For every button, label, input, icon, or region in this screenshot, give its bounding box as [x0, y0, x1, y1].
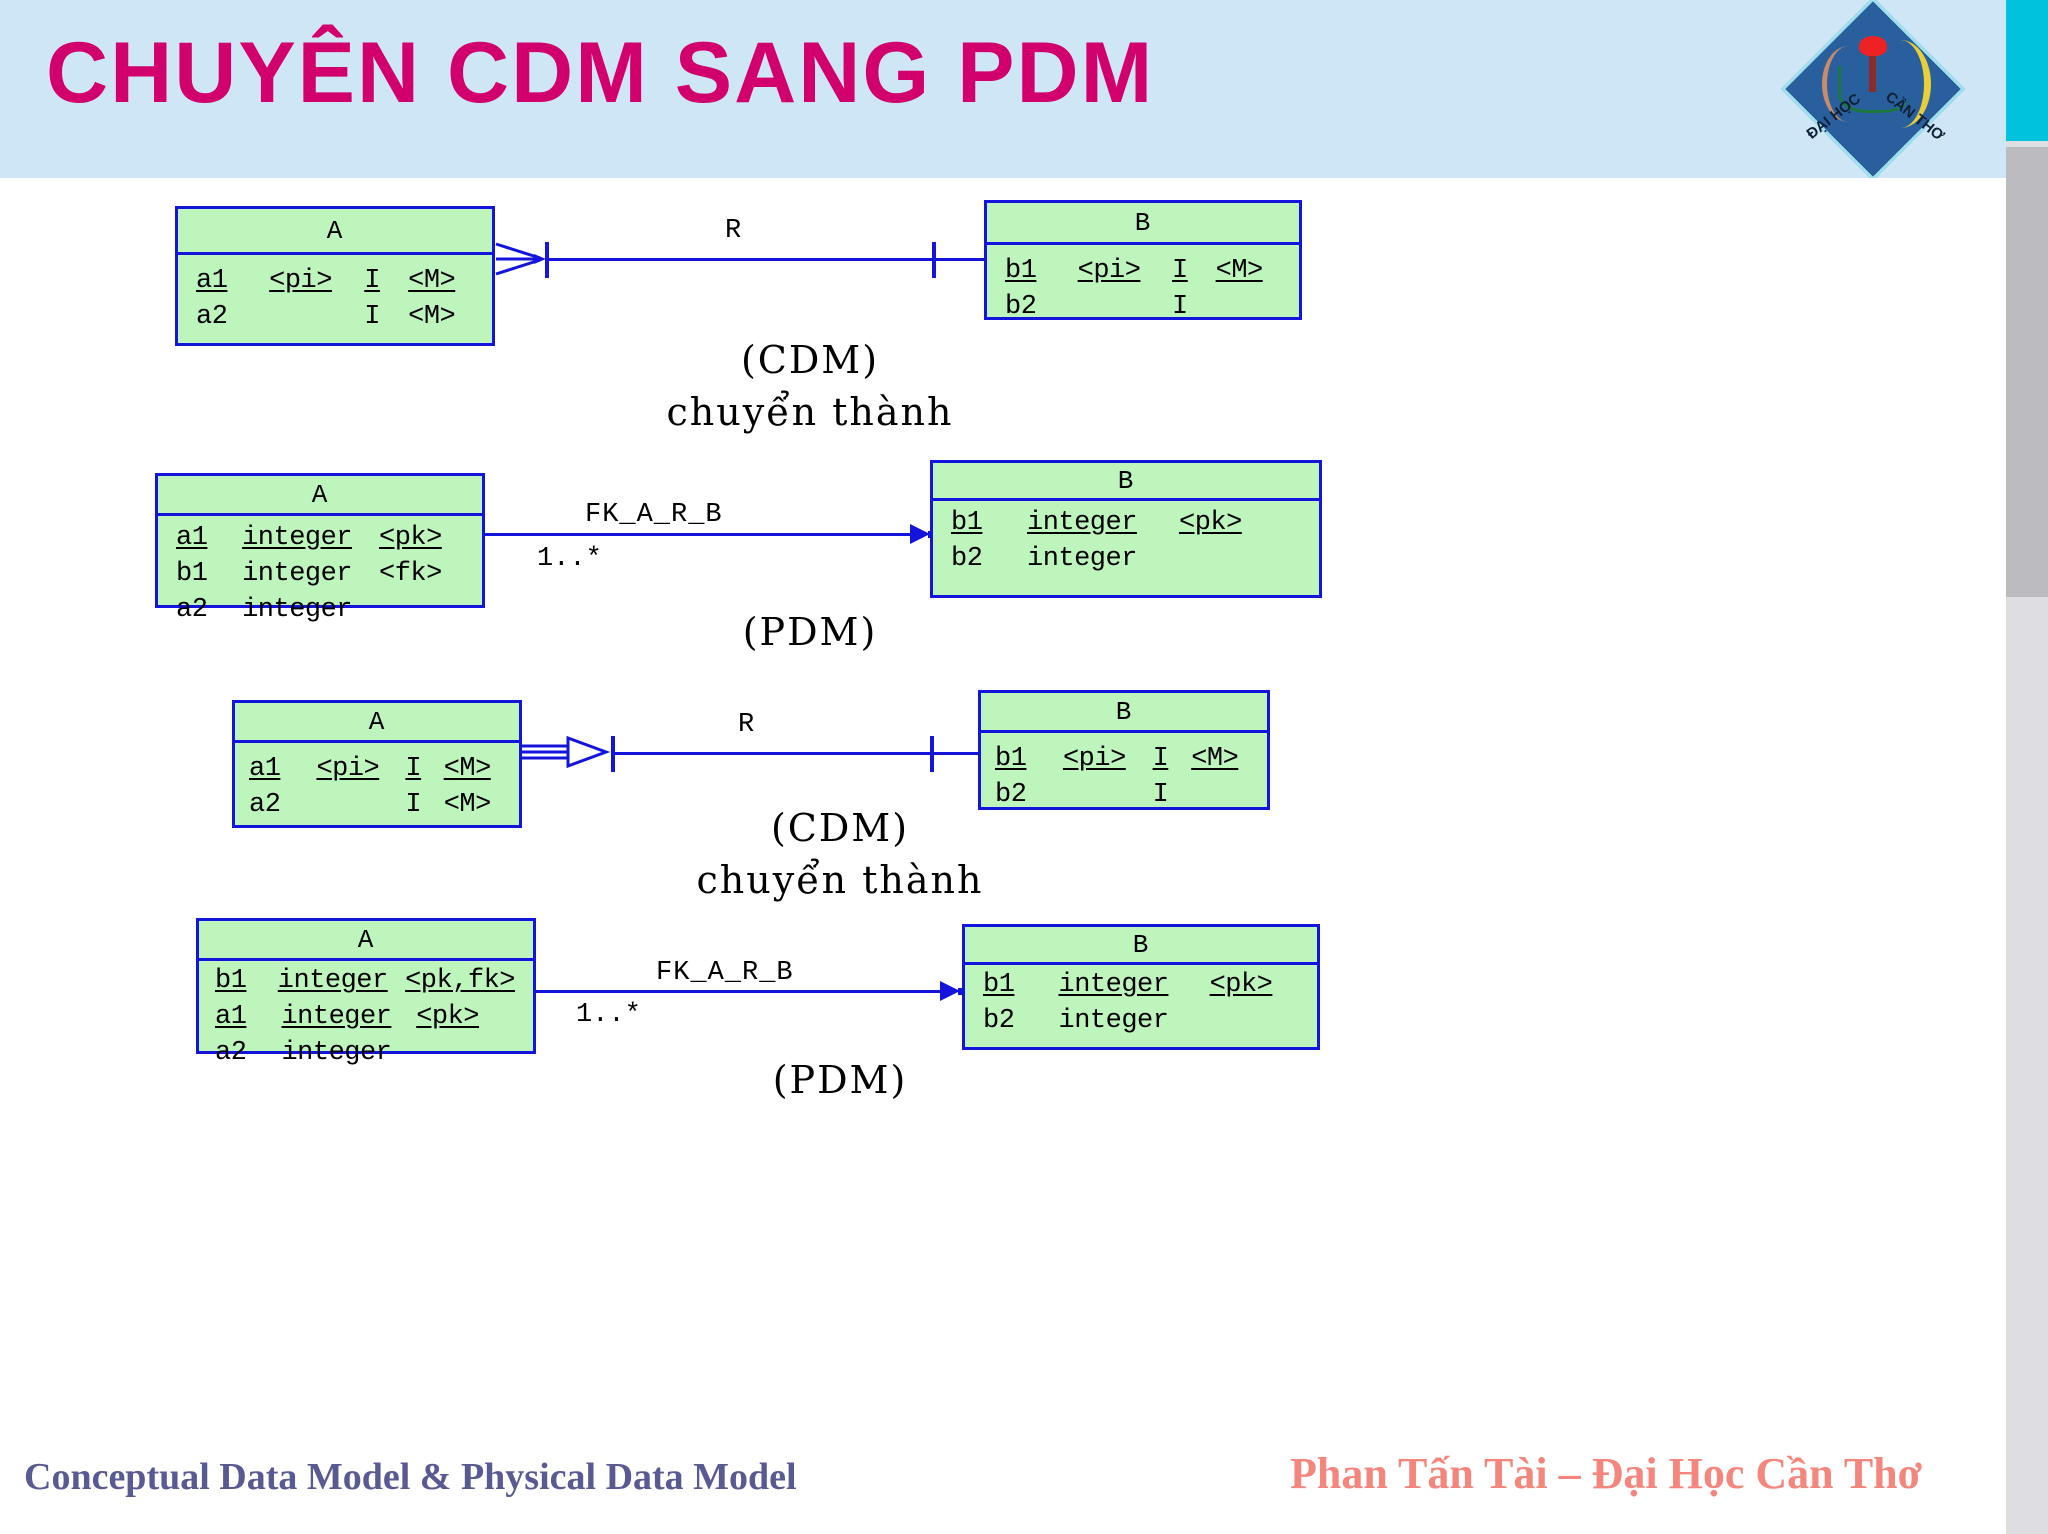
pdm1-table-a[interactable]: A a1 integer <pk> b1 integer <fk> a2 int… [155, 473, 485, 625]
cdm2-entity-a[interactable]: A a1 <pi> I <M> a2 I <M> [232, 700, 522, 828]
cdm2-caption-transform: chuyển thành [696, 858, 984, 902]
cdm2-caption-model: (CDM) [770, 806, 910, 850]
pdm2-table-b-title: B [1132, 929, 1150, 960]
table-row: b1 integer <pk> [983, 970, 1273, 1000]
pdm1-table-a-header: A [158, 476, 482, 516]
pdm1-caption-model: (PDM) [742, 610, 878, 654]
pdm2-table-a-columns: b1 integer <pk,fk> a1 integer <pk> a2 in… [199, 961, 533, 1068]
logo-right-arc [1870, 40, 1931, 128]
logo-torch-stem [1869, 52, 1876, 92]
attr-row: b1 <pi> I <M> [1005, 256, 1263, 286]
cdm2-entity-a-attributes: a1 <pi> I <M> a2 I <M> [235, 743, 519, 825]
cdm1-crowsfoot-many [494, 238, 550, 280]
pdm2-table-b[interactable]: B b1 integer <pk> b2 integer [962, 924, 1320, 1050]
logo-left-arc [1822, 46, 1875, 122]
cdm1-entity-a-header: A [178, 209, 492, 255]
pdm2-fk-line [534, 990, 954, 993]
footer-right-text: Phan Tấn Tài – Đại Học Cần Thơ [1290, 1449, 1923, 1498]
pdm2-table-a-title: A [357, 924, 375, 955]
header-band: CHUYÊN CDM SANG PDM ĐẠI HỌC CẦN THƠ [0, 0, 2048, 181]
cdm1-entity-b-header: B [987, 203, 1299, 245]
pdm1-fk-label: FK_A_R_B [585, 500, 723, 530]
cdm1-entity-a-title: A [326, 215, 344, 246]
attr-row: a2 I <M> [196, 302, 456, 332]
table-row: a1 integer <pk> [176, 523, 442, 553]
table-row: b1 integer <pk,fk> [215, 966, 515, 996]
pdm1-table-a-title: A [311, 479, 329, 510]
scrollbar-thumb[interactable] [2006, 146, 2048, 597]
attr-row: a1 <pi> I <M> [249, 754, 491, 784]
table-row: b2 integer [951, 544, 1137, 574]
cdm2-entity-b[interactable]: B b1 <pi> I <M> b2 I [978, 690, 1270, 810]
cdm1-entity-a[interactable]: A a1 <pi> I <M> a2 I <M> [175, 206, 495, 346]
page-title: CHUYÊN CDM SANG PDM [46, 25, 1155, 121]
footer-left-text: Conceptual Data Model & Physical Data Mo… [24, 1456, 797, 1498]
cdm1-entity-b[interactable]: B b1 <pi> I <M> b2 I [984, 200, 1302, 322]
pdm2-table-a-header: A [199, 921, 533, 961]
cdm2-entity-b-header: B [981, 693, 1267, 733]
pdm1-fk-line [484, 533, 924, 536]
table-row: a1 integer <pk> [215, 1002, 480, 1032]
cdm2-relationship-line [613, 752, 933, 755]
table-row: b1 integer <pk> [951, 508, 1242, 538]
cyan-accent-strip [2006, 0, 2048, 141]
pdm1-table-a-columns: a1 integer <pk> b1 integer <fk> a2 integ… [158, 516, 482, 625]
cdm1-entity-a-attributes: a1 <pi> I <M> a2 I <M> [178, 255, 492, 343]
attr-row: a2 I <M> [249, 790, 491, 820]
logo-map-outline [1838, 66, 1911, 113]
cdm2-relationship-line-2 [934, 752, 980, 755]
pdm1-table-b[interactable]: B b1 integer <pk> b2 integer [930, 460, 1322, 598]
pdm2-table-b-columns: b1 integer <pk> b2 integer [965, 965, 1317, 1047]
attr-row: b2 I [1005, 292, 1188, 322]
cdm2-relationship-label: R [738, 710, 756, 740]
pdm1-table-b-header: B [933, 463, 1319, 501]
cdm1-entity-b-title: B [1134, 207, 1152, 238]
cdm2-entity-a-header: A [235, 703, 519, 743]
cdm2-entity-b-attributes: b1 <pi> I <M> b2 I [981, 733, 1267, 810]
attr-row: b1 <pi> I <M> [995, 744, 1239, 774]
pdm1-table-b-columns: b1 integer <pk> b2 integer [933, 501, 1319, 595]
table-row: a2 integer [176, 595, 353, 625]
cdm1-caption-transform: chuyển thành [666, 390, 954, 434]
cdm2-entity-a-title: A [368, 706, 386, 737]
cdm1-caption-model: (CDM) [740, 338, 880, 382]
table-row: b2 integer [983, 1006, 1169, 1036]
pdm2-caption-model: (PDM) [772, 1058, 908, 1102]
table-row: a2 integer [215, 1038, 392, 1068]
pdm2-cardinality-label: 1..* [576, 1000, 641, 1030]
university-logo: ĐẠI HỌC CẦN THƠ [1781, 0, 1965, 181]
pdm1-cardinality-label: 1..* [537, 544, 602, 574]
cdm1-right-tick [932, 242, 936, 278]
pdm2-fk-label: FK_A_R_B [656, 958, 794, 988]
cdm1-relationship-line-2 [936, 258, 986, 261]
table-row: b1 integer <fk> [176, 559, 442, 589]
pdm1-table-b-title: B [1117, 465, 1135, 496]
pdm2-table-a[interactable]: A b1 integer <pk,fk> a1 integer <pk> a2 … [196, 918, 536, 1068]
attr-row: b2 I [995, 780, 1169, 810]
cdm2-right-tick [930, 736, 934, 772]
logo-torch-flame [1859, 36, 1887, 56]
cdm1-relationship-label: R [725, 216, 743, 246]
cdm2-crowsfoot-hollow [520, 730, 620, 774]
attr-row: a1 <pi> I <M> [196, 266, 456, 296]
slide-diagram-canvas: A a1 <pi> I <M> a2 I <M> R [0, 178, 2006, 1438]
cdm1-entity-b-attributes: b1 <pi> I <M> b2 I [987, 245, 1299, 322]
cdm2-entity-b-title: B [1115, 696, 1133, 727]
cdm1-relationship-line [547, 258, 937, 261]
pdm2-table-b-header: B [965, 927, 1317, 965]
